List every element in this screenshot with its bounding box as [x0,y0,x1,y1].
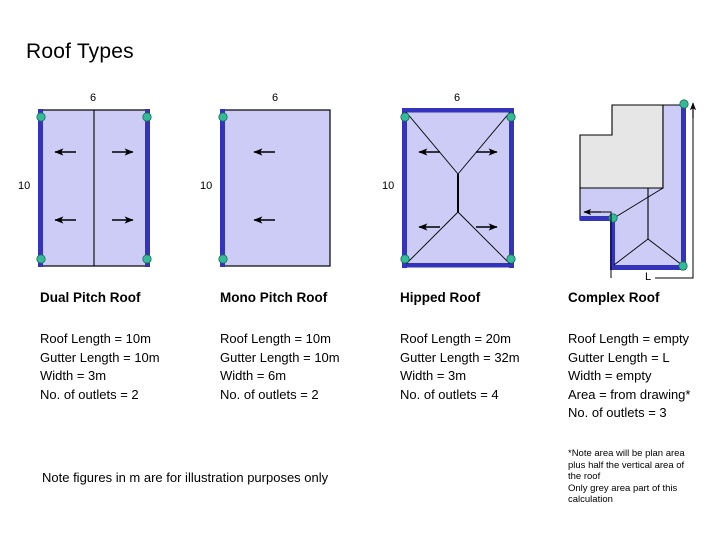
complex-dimension-line-right [653,110,694,279]
complex-roof-plane [579,104,685,269]
hipped-hip-line-2 [457,111,511,175]
general-note: Note figures in m are for illustration p… [42,470,329,485]
roof-title-hipped: Hipped Roof [400,290,481,305]
roof-specs-hipped: Roof Length = 20m Gutter Length = 32m Wi… [400,330,520,404]
hipped-outlet-2 [506,112,516,122]
spec-gutter-length: Gutter Length = 10m [220,349,340,365]
mono-pitch-gutter-left [220,109,225,267]
footnote-line-4: Only grey area part of this [568,482,678,494]
dual-pitch-height-label: 10 [18,180,31,192]
hipped-height-label: 10 [382,180,395,192]
mono-pitch-width-label: 6 [272,92,279,104]
roof-specs-mono-pitch: Roof Length = 10m Gutter Length = 10m Wi… [220,330,340,404]
roof-title-dual-pitch: Dual Pitch Roof [40,290,141,305]
complex-hip-line-3 [647,238,683,266]
spec-width: Width = 3m [40,368,107,383]
hipped-hip-line-3 [405,211,459,265]
complex-roof-drawing [579,99,697,279]
hipped-gutter-bottom [402,263,514,268]
dual-pitch-outlet-2 [142,112,152,122]
spec-outlets: No. of outlets = 4 [400,386,499,402]
spec-gutter-length: Gutter Length = 10m [40,349,160,365]
dual-pitch-outlet-4 [142,254,152,264]
complex-outlet-2 [608,213,618,223]
complex-gutter-left-wing [580,216,614,221]
complex-hip-line-2 [613,238,649,266]
complex-grey-area [579,104,664,189]
spec-outlets: No. of outlets = 2 [220,386,319,402]
spec-roof-length: Roof Length = empty [568,331,690,346]
spec-roof-length: Roof Length = 10m [220,331,331,346]
dual-pitch-gutter-left [38,109,43,267]
mono-pitch-height-label: 10 [200,180,213,192]
footnote-line-2: plus half the vertical area of [568,459,685,471]
footnote-line-5: calculation [568,494,613,505]
complex-width-label: L [641,271,656,283]
hipped-outlet-4 [506,254,516,264]
complex-gutter-left-vertical [610,216,615,270]
hipped-hip-line-1 [405,111,459,175]
complex-roof-footnote: *Note area will be plan area plus half t… [568,448,685,506]
complex-outlet-3 [678,261,688,271]
complex-hip-line-1 [613,187,664,219]
dual-pitch-gutter-right [145,109,150,267]
spec-roof-length: Roof Length = 20m [400,331,511,346]
spec-area: Area = from drawing* [568,386,691,402]
footnote-line-3: the roof [568,471,601,482]
hipped-roof-drawing [400,108,516,268]
dual-pitch-roof-drawing [36,109,152,267]
hipped-width-label: 6 [454,92,461,104]
hipped-outlet-1 [400,112,410,122]
spec-outlets: No. of outlets = 3 [568,405,667,420]
mono-pitch-roof-drawing [218,109,331,267]
hipped-gutter-left [402,108,407,268]
page-title: Roof Types [26,40,134,63]
roof-specs-complex: Roof Length = empty Gutter Length = L Wi… [568,330,690,423]
spec-width: Width = 6m [220,368,287,383]
dual-pitch-outlet-1 [36,112,46,122]
spec-gutter-length: Gutter Length = 32m [400,349,520,365]
complex-gutter-right-vertical [681,104,686,270]
hipped-gutter-top [402,108,514,113]
dual-pitch-width-label: 6 [90,92,97,104]
complex-gutter-bottom [610,265,686,270]
hipped-hip-line-4 [457,211,511,265]
spec-roof-length: Roof Length = 10m [40,331,151,346]
roof-title-mono-pitch: Mono Pitch Roof [220,290,328,305]
hipped-gutter-right [509,108,514,268]
roof-specs-dual-pitch: Roof Length = 10m Gutter Length = 10m Wi… [40,330,160,404]
dual-pitch-outlet-3 [36,254,46,264]
dual-pitch-roof-plane [39,109,149,267]
complex-dimension-line-left [599,211,612,278]
complex-outlet-1 [679,99,689,109]
hipped-outlet-3 [400,254,410,264]
spec-gutter-length: Gutter Length = L [568,349,670,365]
spec-width: Width = 3m [400,368,467,383]
mono-pitch-outlet-1 [218,112,228,122]
mono-pitch-outlet-2 [218,254,228,264]
roof-title-complex: Complex Roof [568,290,660,305]
footnote-line-1: *Note area will be plan area [568,448,685,459]
spec-width: Width = empty [568,368,652,383]
hipped-roof-plane [403,109,513,267]
spec-outlets: No. of outlets = 2 [40,386,139,402]
mono-pitch-roof-plane [221,109,331,267]
